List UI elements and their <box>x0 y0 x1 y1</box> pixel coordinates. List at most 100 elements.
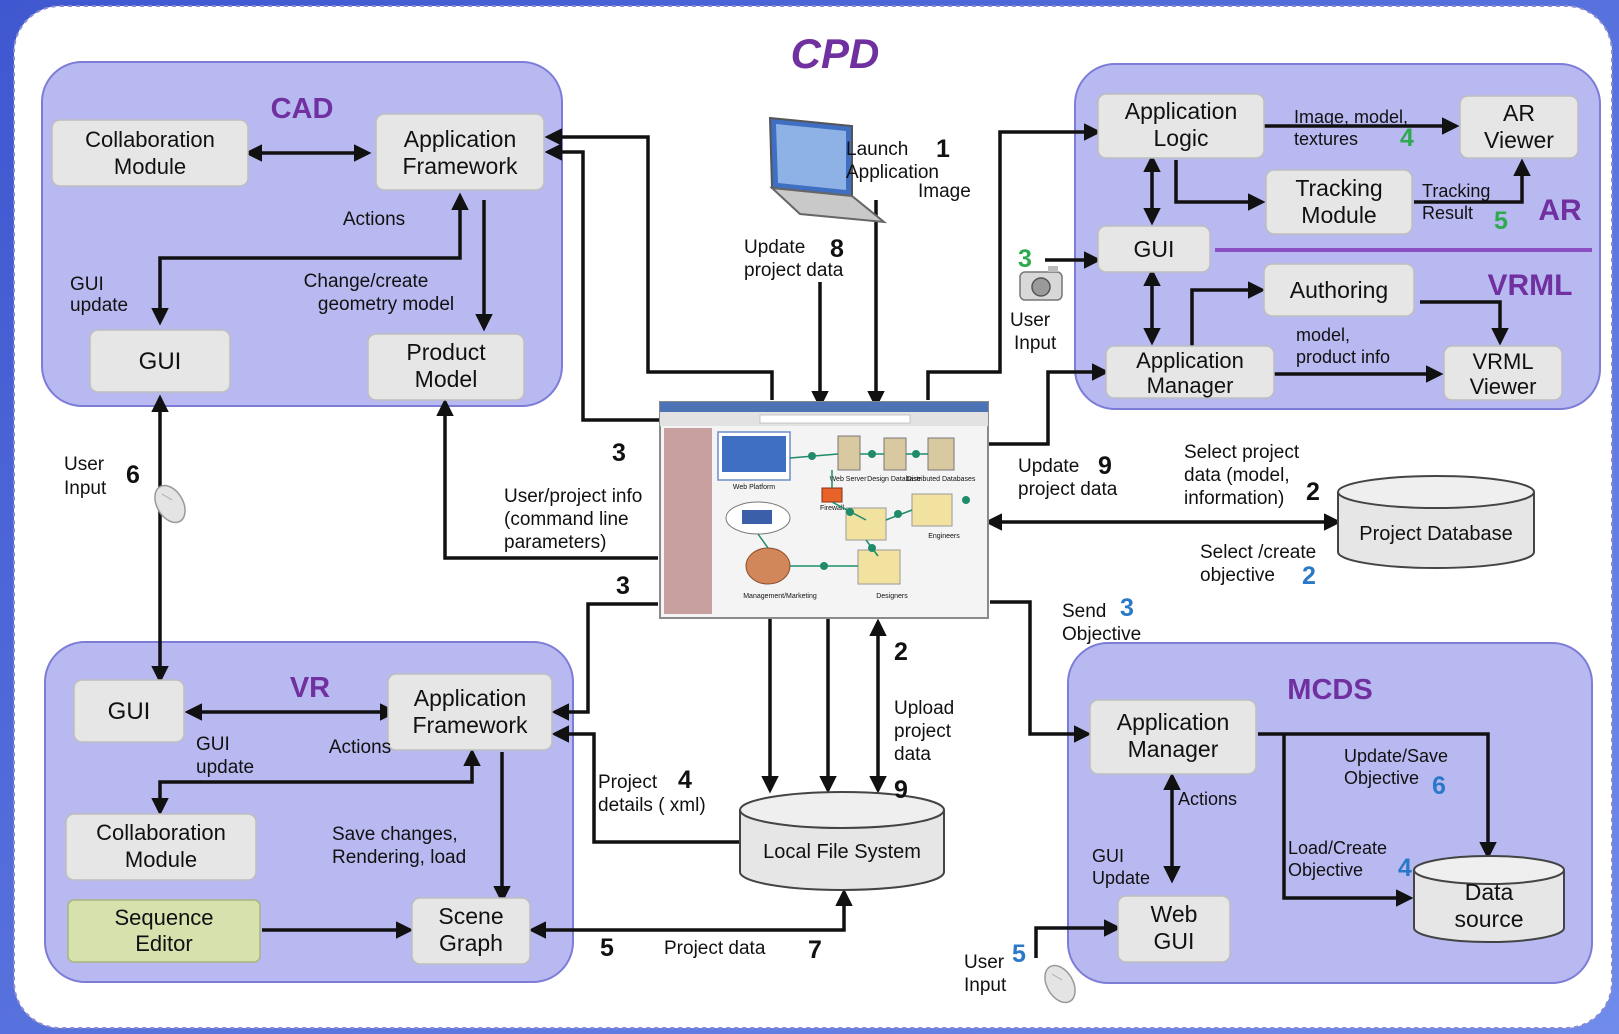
mcds-web-gui: Web GUI <box>1117 895 1231 963</box>
vr-scene-graph: Scene Graph <box>411 897 531 965</box>
arrow-screen-cad-appfw-1 <box>544 128 774 400</box>
vrml-authoring: Authoring <box>1263 263 1415 317</box>
arrow-scene-localfs <box>528 888 853 939</box>
arrow-localfs-vr-appfw <box>551 725 742 844</box>
arrow-screen-cad-appfw-2 <box>544 143 660 422</box>
arrow-screen-ar-logic <box>926 123 1102 400</box>
label-actions-vr: Actions <box>329 737 391 758</box>
label-select-create-obj-2: objective <box>1200 565 1275 586</box>
label-update-proj-8-1: Update <box>744 237 805 258</box>
label-project-data: Project data <box>664 938 766 959</box>
step-7-bottom: 7 <box>808 936 822 964</box>
vrml-application-manager: Application Manager <box>1105 345 1275 399</box>
arrow-vrmlappmgr-authoring <box>1190 281 1266 348</box>
ar-tracking-line1: Tracking <box>1295 175 1382 201</box>
cad-collab-line2: Module <box>114 154 186 179</box>
vr-application-framework: Application Framework <box>387 673 553 751</box>
label-image-model-textures-1: Image, model, <box>1294 107 1408 127</box>
vrml-authoring-label: Authoring <box>1290 277 1388 303</box>
step-2-upload: 2 <box>894 638 908 666</box>
step-5-mcds: 5 <box>1012 940 1026 968</box>
step-3-left-mid: 3 <box>616 572 630 600</box>
laptop-icon <box>768 116 888 224</box>
label-load-create-obj-1: Load/Create <box>1288 838 1387 858</box>
label-gui-update-vr-1: GUI <box>196 734 230 755</box>
label-user-input-5-2: Input <box>964 975 1007 996</box>
vr-seq-line2: Editor <box>135 931 192 956</box>
step-1: 1 <box>936 135 950 163</box>
label-update-proj-9-1: Update <box>1018 456 1079 477</box>
cad-product-line1: Product <box>406 339 486 365</box>
label-user-input-6-1: User <box>64 454 105 475</box>
group-title-mcds: MCDS <box>1287 674 1372 706</box>
group-title-vr: VR <box>290 672 330 704</box>
label-select-project-data-3: information) <box>1184 488 1284 509</box>
vr-sequence-editor: Sequence Editor <box>67 899 261 963</box>
label-project-details-2: details ( xml) <box>598 795 706 816</box>
arrow-userinput-webgui <box>1034 919 1122 958</box>
step-4-mcds: 4 <box>1398 854 1412 882</box>
step-2-select: 2 <box>1306 478 1320 506</box>
mcds-datasource-line1: Data <box>1465 879 1514 905</box>
label-launch-app-3: Image <box>918 181 971 202</box>
annotations: Actions GUI update Change/create geometr… <box>64 107 1490 996</box>
ar-tracking-line2: Module <box>1301 202 1376 228</box>
vrml-viewer-line2: Viewer <box>1470 374 1537 399</box>
label-send-objective-1: Send <box>1062 601 1106 622</box>
web-platform-screenshot: Web Platform Web Server Design Database … <box>659 401 989 619</box>
label-update-proj-8-2: project data <box>744 260 844 281</box>
screen-label-engineers: Engineers <box>928 533 960 540</box>
ar-viewer-line2: Viewer <box>1484 127 1554 153</box>
cad-collaboration-module: Collaboration Module <box>51 119 249 187</box>
arrow-mcds-appmgr-update <box>1258 732 1497 860</box>
vr-gui: GUI <box>73 679 185 743</box>
label-launch-app-1: Launch <box>846 139 908 160</box>
step-2-obj: 2 <box>1302 562 1316 590</box>
mcds-application-manager: Application Manager <box>1089 699 1257 775</box>
step-4-details: 4 <box>678 766 692 794</box>
step-3-left-top: 3 <box>612 439 626 467</box>
label-gui-update-mcds-1: GUI <box>1092 846 1124 866</box>
ar-gui-label: GUI <box>1134 236 1175 262</box>
arrow-screen-vrml-appmgr <box>986 363 1110 446</box>
vrml-appmgr-line2: Manager <box>1147 373 1234 398</box>
label-select-project-data-1: Select project <box>1184 442 1300 463</box>
vrml-viewer-line1: VRML <box>1472 349 1533 374</box>
arrow-mcds-appmgr-load <box>1282 734 1414 907</box>
label-model-product-info-2: product info <box>1296 347 1390 367</box>
label-select-project-data-2: data (model, <box>1184 465 1290 486</box>
label-update-proj-9-2: project data <box>1018 479 1118 500</box>
label-user-input-6-2: Input <box>64 478 107 499</box>
step-5-bottom: 5 <box>600 934 614 962</box>
label-user-input-5-1: User <box>964 952 1005 973</box>
step-3-green: 3 <box>1018 245 1032 273</box>
mcds-appmgr-line1: Application <box>1117 709 1230 735</box>
screen-label-web-platform: Web Platform <box>733 484 775 491</box>
arrow-gui-appfw-cad <box>151 192 469 326</box>
vr-gui-label: GUI <box>108 698 151 725</box>
mcds-data-source: Data source <box>1413 855 1565 943</box>
ar-application-logic: Application Logic <box>1097 93 1265 159</box>
vr-collab-line2: Module <box>125 847 197 872</box>
cad-collab-line1: Collaboration <box>85 127 215 152</box>
label-project-details-1: Project <box>598 772 658 793</box>
cad-application-framework: Application Framework <box>375 113 545 191</box>
label-gui-update-cad-1: GUI <box>70 274 104 295</box>
screen-label-management: Management/Marketing <box>743 593 817 600</box>
arrow-screen-mcds <box>990 600 1092 743</box>
label-actions-mcds: Actions <box>1178 789 1237 809</box>
screen-label-distributed-db: Distributed Databases <box>907 476 976 483</box>
project-database: Project Database <box>1337 475 1535 569</box>
label-image-model-textures-2: textures <box>1294 129 1358 149</box>
step-3-send: 3 <box>1120 594 1134 622</box>
step-9-upload: 9 <box>894 776 908 804</box>
cad-product-model: Product Model <box>367 333 525 401</box>
mcds-webgui-line2: GUI <box>1154 928 1195 954</box>
label-send-objective-2: Objective <box>1062 624 1141 645</box>
step-4-ar: 4 <box>1400 124 1414 152</box>
ar-viewer-line1: AR <box>1503 100 1535 126</box>
label-user-project-info-1: User/project info <box>504 486 642 507</box>
project-database-label: Project Database <box>1359 523 1512 545</box>
label-gui-update-cad-2: update <box>70 295 128 316</box>
